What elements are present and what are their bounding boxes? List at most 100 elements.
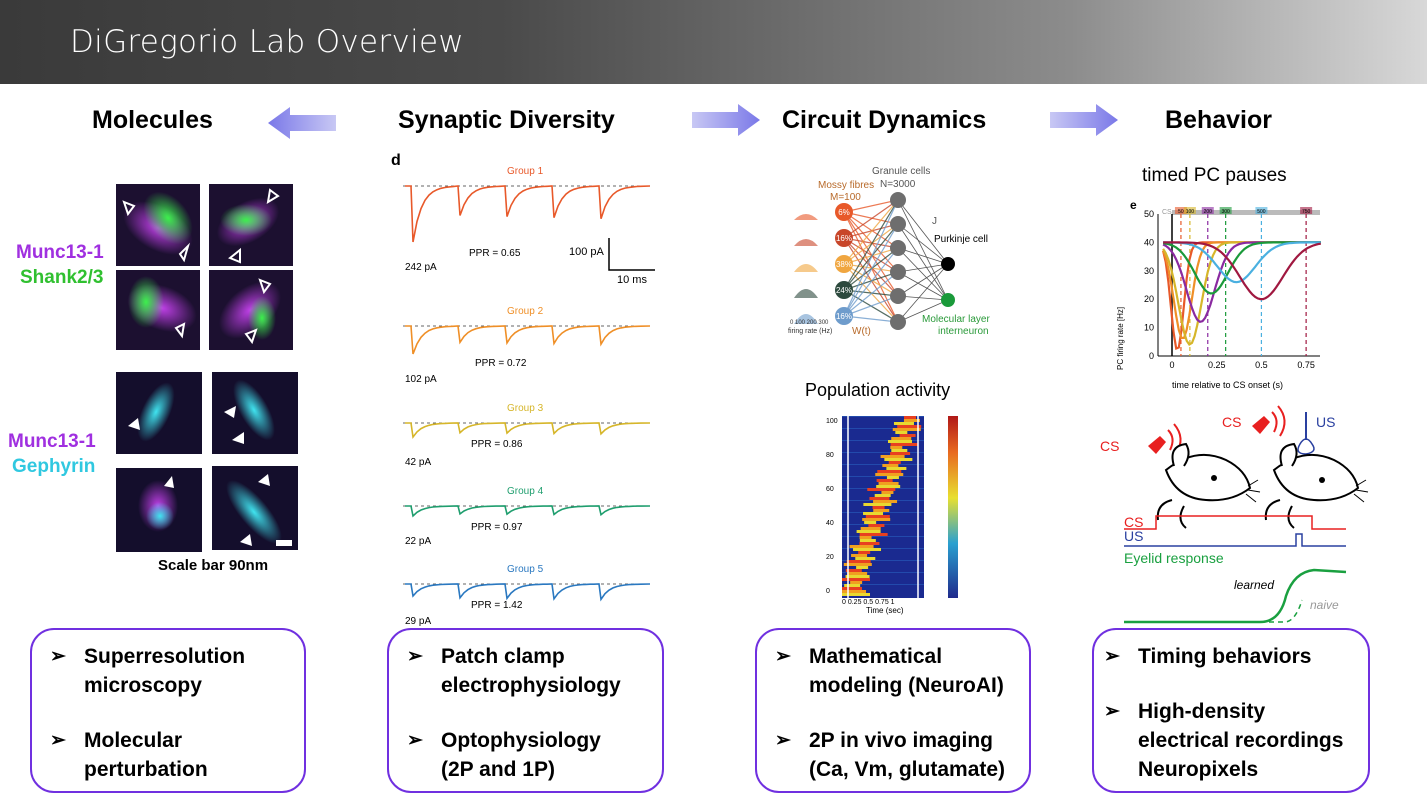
heatmap-row xyxy=(842,587,924,588)
amplitude-label: 102 pA xyxy=(405,374,437,385)
label-gephyrin: Gephyrin xyxy=(12,456,96,477)
heatmap-cell xyxy=(842,590,867,593)
ppr-label: PPR = 1.42 xyxy=(471,600,523,611)
heatmap-cell xyxy=(847,572,868,575)
interval-label: 200 xyxy=(1204,209,1213,215)
heatmap-cell xyxy=(888,461,901,464)
heatmap-cell xyxy=(875,473,904,476)
heatmap-row xyxy=(842,530,924,531)
heatmap-row xyxy=(842,521,924,522)
mossy-fibre-node xyxy=(835,255,853,273)
interneuron-label-2: interneuron xyxy=(938,326,989,337)
heatmap-cell xyxy=(899,434,916,437)
molecules-panel: Munc13-1 Shank2/3 Munc13-1 Gephyrin Scal… xyxy=(0,150,330,580)
firing-rate-distribution xyxy=(794,264,818,272)
eyelid-label: Eyelid response xyxy=(1124,550,1224,566)
y-tick: 40 xyxy=(1144,237,1154,247)
granule-cell-node xyxy=(890,288,906,304)
heatmap-cell xyxy=(873,509,890,512)
heatmap-cell xyxy=(867,488,896,491)
interval-label: 750 xyxy=(1302,209,1311,215)
cs-label: CS xyxy=(1100,438,1120,454)
heatmap-cell xyxy=(864,521,877,524)
heatmap-row xyxy=(842,590,924,591)
heatmap-row xyxy=(842,566,924,567)
heatmap-cell xyxy=(859,542,880,545)
heatmap-cell xyxy=(890,446,903,449)
mossy-fibre-percent: 6% xyxy=(838,208,850,217)
heatmap-row xyxy=(842,452,924,453)
network-edge xyxy=(843,223,899,317)
network-edge xyxy=(897,263,949,323)
label-munc13-1: Munc13-1 xyxy=(8,431,96,452)
group-label: Group 3 xyxy=(507,403,544,414)
ppr-label: PPR = 0.72 xyxy=(475,358,527,369)
network-edge xyxy=(897,295,949,301)
heatmap-cell xyxy=(853,548,882,551)
naive-label: naive xyxy=(1310,598,1339,612)
granule-n: N=3000 xyxy=(880,179,916,190)
mossy-fibre-percent: 38% xyxy=(836,260,852,269)
network-edge xyxy=(843,237,899,297)
group-label: Group 1 xyxy=(507,166,544,177)
learned-label: learned xyxy=(1234,578,1275,592)
network-edge xyxy=(843,237,899,273)
bullet-arrow-icon: ➢ xyxy=(50,730,66,751)
wt-label: W(t) xyxy=(852,326,871,337)
ppr-label: PPR = 0.97 xyxy=(471,522,523,533)
heatmap-row xyxy=(842,551,924,552)
population-heatmap xyxy=(842,416,958,598)
network-edge xyxy=(843,263,899,273)
mossy-label: Mossy fibres xyxy=(818,180,875,191)
network-edge xyxy=(843,199,899,239)
heatmap-row xyxy=(842,422,924,423)
heatmap-row xyxy=(842,428,924,429)
ppr-label: PPR = 0.65 xyxy=(469,248,521,259)
heatmap-row xyxy=(842,437,924,438)
network-edge xyxy=(897,263,949,273)
speaker-icon xyxy=(1252,405,1286,437)
y-tick: 20 xyxy=(1144,294,1154,304)
heatmap-row xyxy=(842,569,924,570)
column-title-molecules: Molecules xyxy=(92,106,213,134)
x-tick: 0.25 xyxy=(1208,360,1226,370)
heatmap-cell xyxy=(863,503,892,506)
heatmap-cell xyxy=(845,569,862,572)
heatmap-cell xyxy=(855,557,876,560)
interval-marker xyxy=(1219,207,1232,214)
mossy-fibre-node xyxy=(835,281,853,299)
group-label: Group 4 xyxy=(507,486,544,497)
granule-cell-node xyxy=(890,216,906,232)
heatmap-cell xyxy=(881,491,894,494)
heatmap-cell xyxy=(856,566,869,569)
mossy-fibre-node xyxy=(835,229,853,247)
heatmap-cell xyxy=(874,494,891,497)
heatmap-row xyxy=(842,554,924,555)
heatmap-cell xyxy=(891,437,912,440)
heatmap-row xyxy=(842,548,924,549)
je-label: J xyxy=(932,216,937,227)
network-edge xyxy=(897,199,949,301)
scale-bar xyxy=(608,238,655,271)
heatmap-cell xyxy=(892,428,921,431)
epsc-trace xyxy=(405,505,651,518)
heatmap-row xyxy=(842,563,924,564)
bullet-2p-imaging: ➢2P in vivo imaging(Ca, Vm, glutamate) xyxy=(775,726,1019,784)
pop-ytick: 100 xyxy=(826,418,838,425)
granule-cell-node xyxy=(890,264,906,280)
heatmap-row xyxy=(842,443,924,444)
heatmap-cell xyxy=(895,431,908,434)
cs-mark: CS xyxy=(1162,209,1172,216)
heatmap-cell xyxy=(843,563,872,566)
heatmap-row xyxy=(842,449,924,450)
heatmap-row xyxy=(842,458,924,459)
granule-cell-node xyxy=(890,314,906,330)
interneuron-node xyxy=(941,293,955,307)
group-label: Group 2 xyxy=(507,306,544,317)
granule-cell-node xyxy=(890,240,906,256)
